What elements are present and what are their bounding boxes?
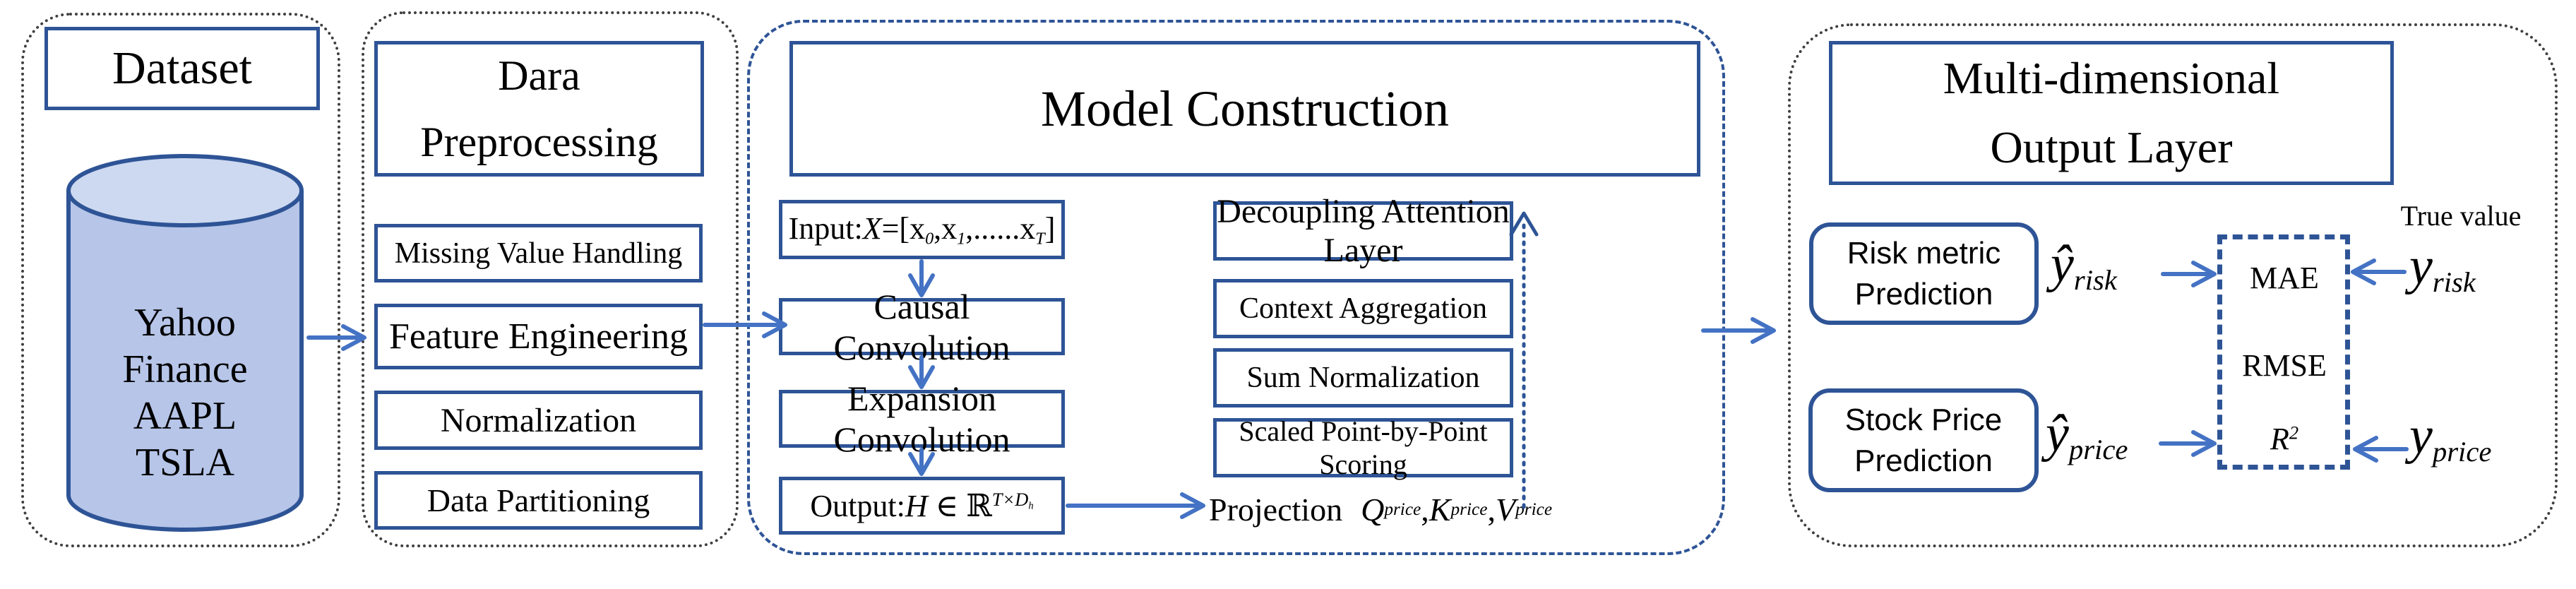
input-sub1: 1 — [957, 229, 966, 249]
input-sub0: 0 — [925, 229, 934, 249]
input-box: Input:X=[x0,x1,......xT] — [779, 200, 1065, 259]
step-label: Missing Value Handling — [394, 237, 683, 270]
risk-box-line2: Prediction — [1854, 276, 1993, 311]
projection-sep1: , — [1421, 491, 1429, 528]
database-label: Yahoo Finance AAPL TSLA — [65, 299, 305, 486]
dataset-section-border — [21, 13, 340, 547]
risk-metric-prediction-box: Risk metric Prediction — [1809, 222, 2039, 325]
step-feature-engineering: Feature Engineering — [374, 304, 703, 369]
output-box: Output:H ∈ ℝT×Dh — [779, 477, 1065, 535]
preprocessing-section-border — [362, 11, 739, 547]
preprocessing-title-line2: Preprocessing — [420, 119, 658, 165]
step-data-partitioning: Data Partitioning — [374, 471, 703, 530]
projection-k: K — [1429, 491, 1451, 528]
output-layer-title-line1: Multi-dimensional — [1943, 53, 2280, 103]
y-risk-formula: yrisk — [2409, 237, 2476, 299]
expansion-convolution-box: Expansion Convolution — [779, 379, 1065, 459]
projection-q: Q — [1361, 491, 1385, 528]
expansion-convolution-label: Expansion Convolution — [833, 379, 1010, 459]
input-close: ] — [1044, 210, 1056, 246]
y-risk-base: y — [2409, 237, 2433, 295]
output-layer-section-border — [1788, 23, 2558, 547]
db-line-tsla: TSLA — [136, 441, 234, 484]
yhat-price-formula: ŷprice — [2046, 404, 2128, 466]
decoupling-attention-label: Decoupling Attention Layer — [1217, 193, 1510, 269]
causal-convolution-label: Causal Convolution — [833, 286, 1010, 367]
scaled-scoring-box: Scaled Point-by-Point Scoring — [1213, 415, 1513, 480]
stock-box-line1: Stock Price — [1844, 402, 2003, 437]
sum-normalization-label: Sum Normalization — [1246, 362, 1480, 394]
risk-box-line1: Risk metric — [1847, 235, 2001, 270]
input-eq: =[x — [881, 210, 926, 246]
output-var: H — [905, 488, 928, 523]
metric-mae: MAE — [2224, 260, 2344, 296]
input-comma: ,x — [934, 210, 958, 246]
metric-rmse: RMSE — [2224, 347, 2344, 383]
metrics-dashed-box — [2217, 234, 2350, 470]
dataset-title-box: Dataset — [44, 27, 320, 110]
output-sup: T×D — [991, 488, 1029, 510]
step-label: Feature Engineering — [388, 316, 688, 357]
input-dots: ,......x — [965, 210, 1036, 246]
input-var: X — [862, 210, 882, 246]
y-price-formula: yprice — [2409, 406, 2491, 468]
context-aggregation-label: Context Aggregation — [1239, 292, 1488, 325]
projection-k-sub: price — [1450, 499, 1488, 519]
output-layer-title-line2: Output Layer — [1990, 122, 2233, 172]
projection-v-sub: price — [1515, 499, 1553, 519]
sum-normalization-box: Sum Normalization — [1213, 348, 1513, 407]
true-value-label: True value — [2366, 199, 2556, 232]
decoupling-attention-box: Decoupling Attention Layer — [1213, 193, 1513, 269]
y-risk-sub: risk — [2432, 266, 2476, 299]
step-normalization: Normalization — [374, 391, 703, 450]
output-membership: ∈ ℝ — [927, 488, 992, 523]
stock-price-prediction-box: Stock Price Prediction — [1808, 388, 2039, 492]
input-label: Input: — [788, 210, 863, 246]
yhat-risk-formula: ŷrisk — [2051, 234, 2117, 297]
projection-v: V — [1495, 491, 1516, 528]
model-section-border — [747, 20, 1725, 555]
step-missing-value-handling: Missing Value Handling — [374, 224, 703, 282]
true-value-text: True value — [2400, 200, 2522, 232]
projection-label: Projection — [1209, 491, 1343, 528]
yhat-price-base: ŷ — [2046, 405, 2069, 463]
input-subT: T — [1035, 229, 1045, 249]
rmse-text: RMSE — [2242, 348, 2327, 383]
preprocessing-title-box: Dara Preprocessing — [374, 41, 704, 177]
mae-text: MAE — [2250, 261, 2319, 295]
y-price-base: y — [2409, 407, 2433, 465]
dataset-title: Dataset — [112, 42, 252, 94]
stock-box-line2: Prediction — [1854, 443, 1993, 478]
yhat-risk-sub: risk — [2073, 264, 2117, 297]
r2-sup: 2 — [2289, 422, 2299, 444]
y-price-sub: price — [2432, 436, 2492, 468]
model-title-box: Model Construction — [789, 41, 1700, 177]
preprocessing-title-line1: Dara — [498, 52, 580, 99]
output-layer-title-box: Multi-dimensional Output Layer — [1829, 41, 2394, 185]
yhat-risk-base: ŷ — [2051, 235, 2074, 293]
db-line-aapl: AAPL — [133, 394, 237, 438]
projection-sep2: , — [1487, 491, 1496, 528]
scaled-scoring-label: Scaled Point-by-Point Scoring — [1239, 415, 1488, 480]
yhat-price-sub: price — [2068, 434, 2128, 466]
causal-convolution-box: Causal Convolution — [779, 287, 1065, 367]
db-line-finance: Finance — [122, 347, 248, 391]
context-aggregation-box: Context Aggregation — [1213, 279, 1513, 338]
step-label: Data Partitioning — [427, 482, 650, 518]
output-sup-sub: h — [1028, 500, 1034, 512]
database-cylinder-icon — [66, 154, 304, 532]
model-title: Model Construction — [1041, 80, 1449, 137]
projection-q-sub: price — [1384, 499, 1421, 519]
output-label: Output: — [810, 488, 905, 523]
db-line-yahoo: Yahoo — [134, 301, 236, 345]
r2-base: R — [2270, 422, 2289, 456]
step-label: Normalization — [440, 401, 637, 439]
metric-r2: R2 — [2224, 421, 2344, 457]
